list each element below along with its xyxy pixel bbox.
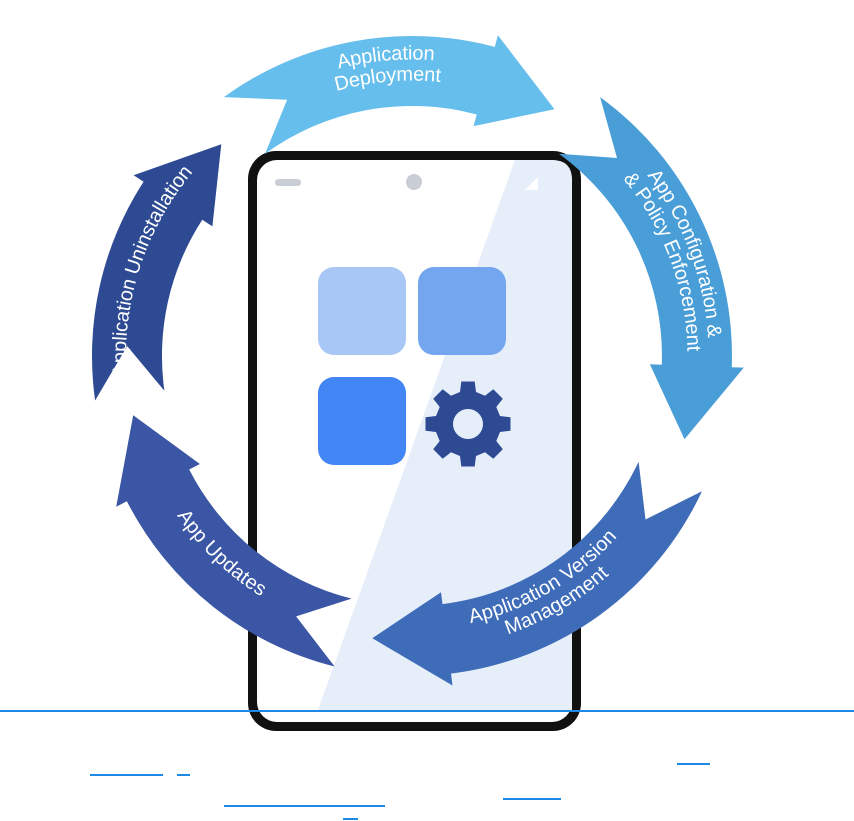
arrow-version — [372, 461, 702, 686]
app-tile-medium — [418, 267, 506, 355]
app-tile-light — [318, 267, 406, 355]
gear-icon — [425, 381, 511, 467]
arrow-deployment — [223, 35, 555, 154]
smartphone — [248, 151, 581, 731]
baseline-decoration — [0, 710, 854, 820]
signal-icon — [525, 177, 538, 190]
arrow-uninstallation — [91, 144, 222, 401]
arrow-updates — [116, 415, 352, 667]
front-camera — [406, 174, 422, 190]
arrow-configuration — [558, 97, 744, 440]
lifecycle-cycle — [91, 35, 744, 686]
app-tile-dark — [318, 377, 406, 465]
speaker-slot — [275, 179, 301, 186]
